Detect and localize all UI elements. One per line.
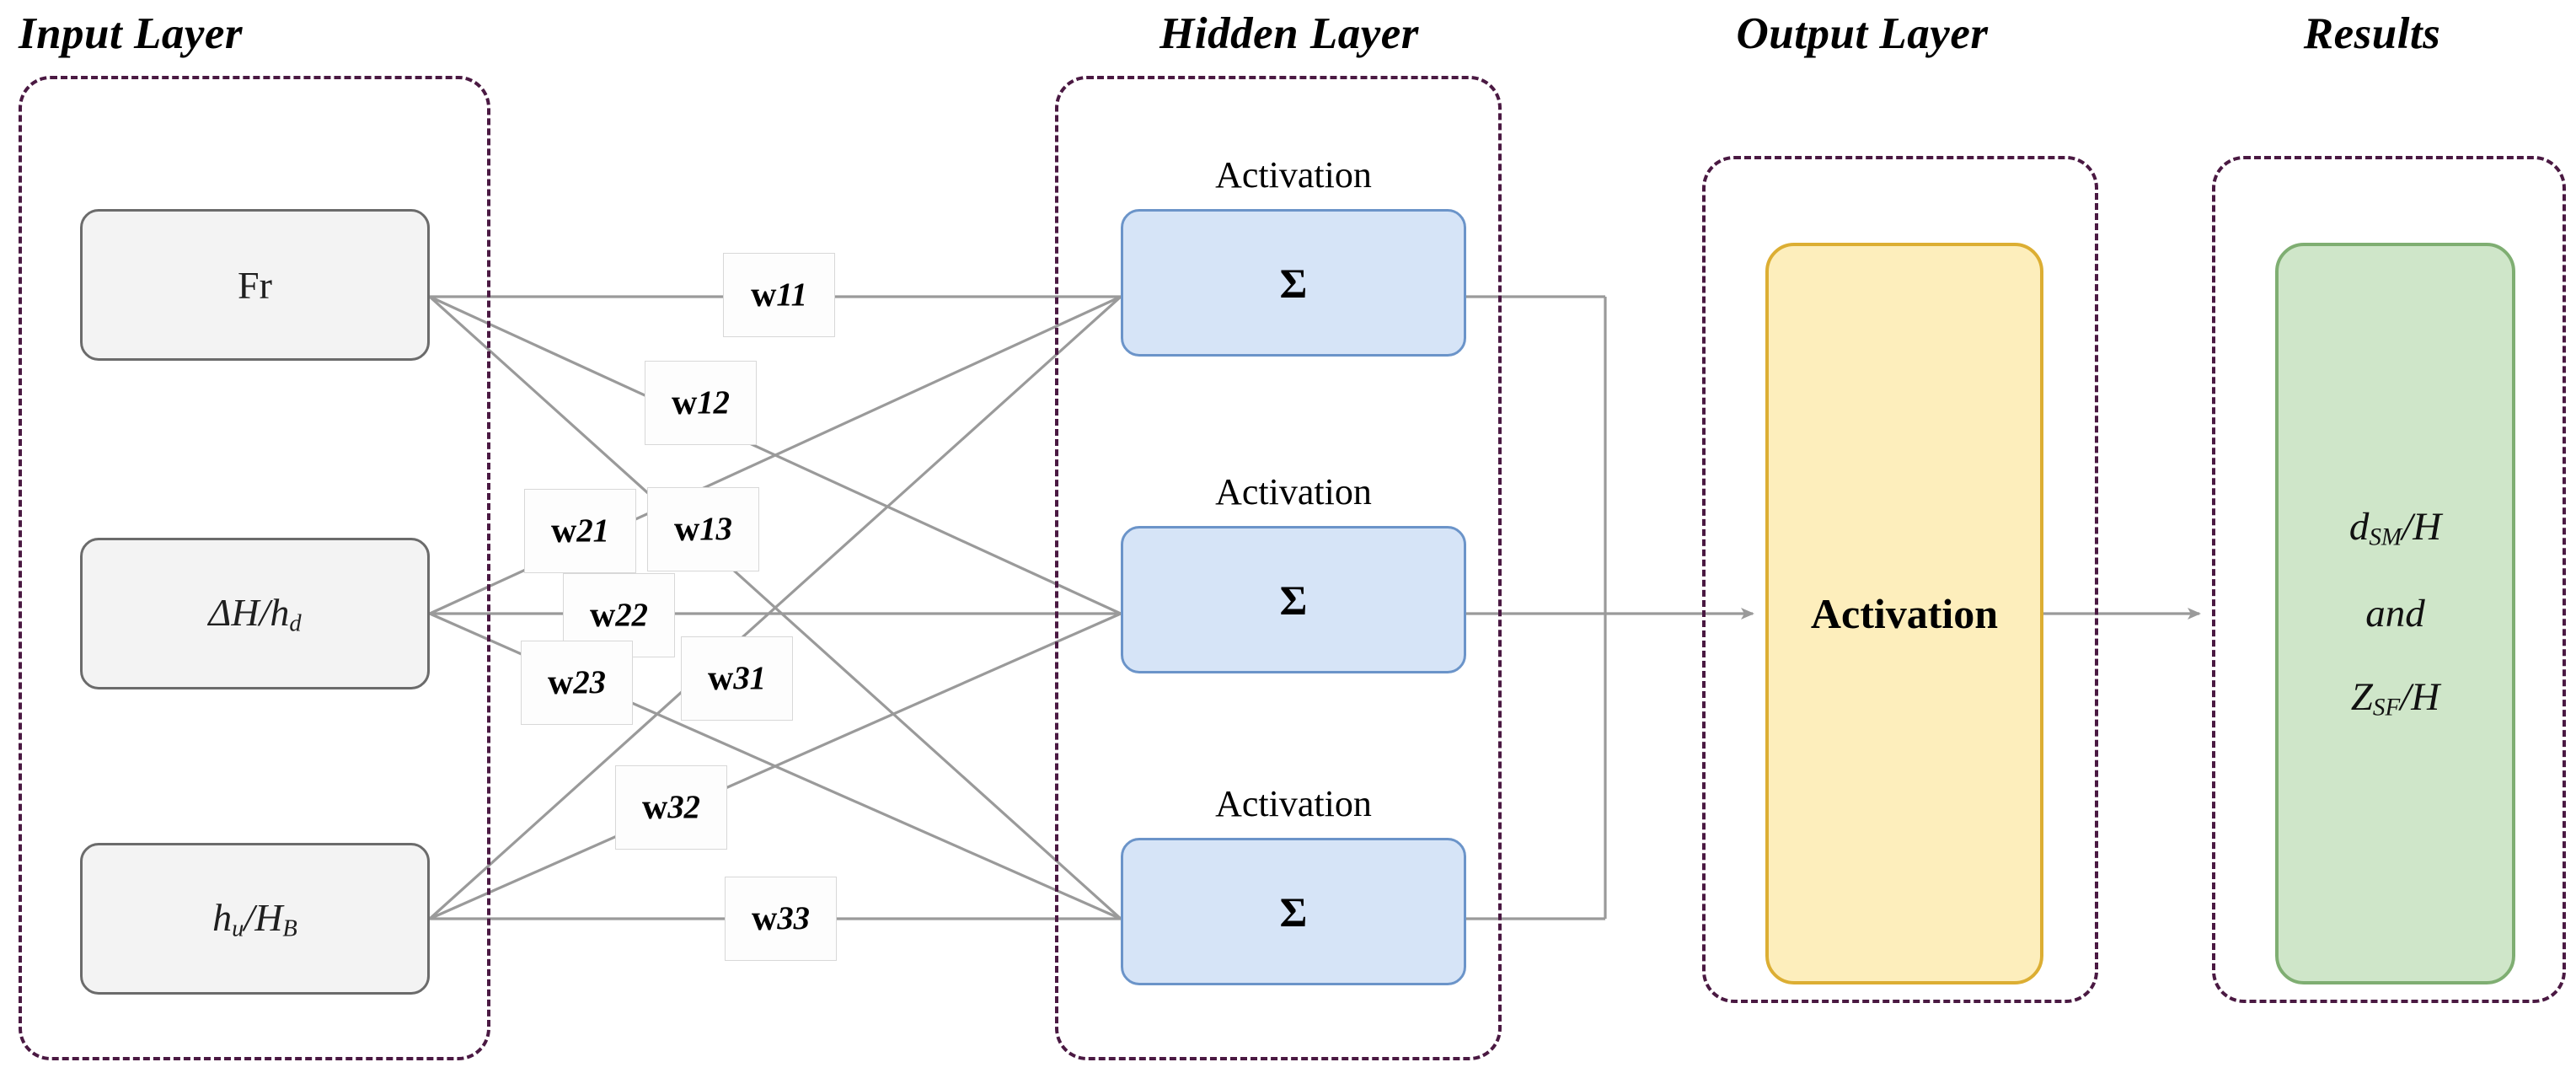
hidden-activation-label-2: Activation (1215, 471, 1372, 512)
hidden-node-2[interactable]: Σ (1121, 526, 1466, 673)
hidden-activation-label-1: Activation (1215, 154, 1372, 196)
page-title-input-layer: Input Layer (18, 9, 244, 58)
input-node-hu-over-hb[interactable]: hu/HB (80, 843, 430, 995)
hidden-activation-label-3: Activation (1215, 783, 1372, 824)
hidden-layer-container (1055, 76, 1502, 1060)
output-layer-container (1702, 156, 2098, 1003)
input-node-fr-label: Fr (238, 263, 272, 307)
input-node-delta-h-label: ΔH/hd (208, 590, 302, 637)
result-line-and: and (2365, 591, 2425, 636)
input-node-delta-h-over-hd[interactable]: ΔH/hd (80, 538, 430, 689)
results-node[interactable]: dSM/H and ZSF/H (2275, 243, 2515, 984)
input-node-fr[interactable]: Fr (80, 209, 430, 361)
output-node-label: Activation (1810, 590, 1999, 637)
result-line-dsm-over-h: dSM/H (2348, 504, 2442, 551)
hidden-node-1[interactable]: Σ (1121, 209, 1466, 357)
sigma-icon: Σ (1279, 888, 1308, 936)
page-title-results: Results (2303, 9, 2441, 58)
hidden-node-3[interactable]: Σ (1121, 838, 1466, 985)
output-node-activation[interactable]: Activation (1765, 243, 2043, 984)
result-line-zsf-over-h: ZSF/H (2350, 674, 2440, 721)
page-title-hidden-layer: Hidden Layer (1159, 9, 1419, 58)
input-node-hu-label: hu/HB (212, 895, 297, 942)
results-container (2212, 156, 2566, 1003)
page-title-output-layer: Output Layer (1736, 9, 1989, 58)
sigma-icon: Σ (1279, 259, 1308, 307)
input-layer-container (19, 76, 490, 1060)
sigma-icon: Σ (1279, 576, 1308, 624)
